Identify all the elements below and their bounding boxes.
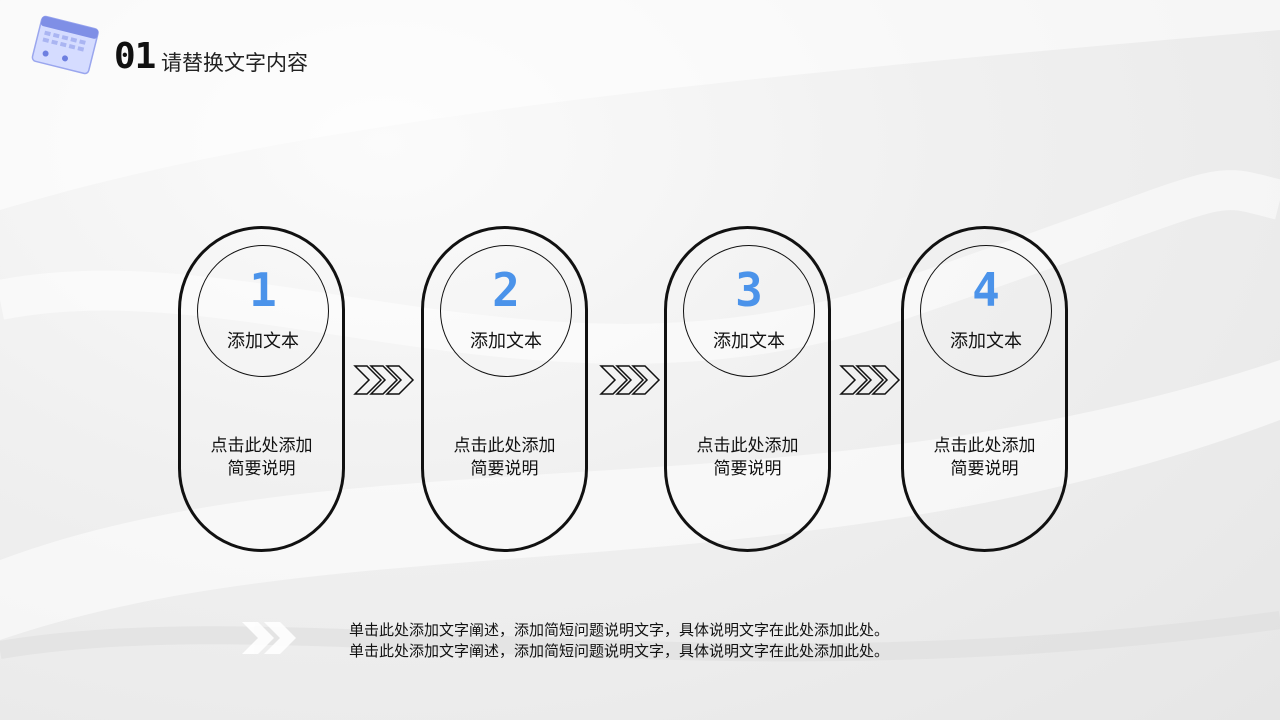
step-label: 添加文本 <box>227 331 299 352</box>
step-description: 点击此处添加 简要说明 <box>424 435 585 481</box>
section-number: 01 <box>114 36 156 77</box>
chevrons-icon <box>599 365 661 395</box>
step-label: 添加文本 <box>713 331 785 352</box>
step-desc-line2: 简要说明 <box>470 459 539 479</box>
step-description: 点击此处添加 简要说明 <box>181 435 342 481</box>
step-desc-line1: 点击此处添加 <box>933 436 1036 456</box>
step-desc-line1: 点击此处添加 <box>210 436 313 456</box>
step-number: 2 <box>492 263 520 317</box>
step-label: 添加文本 <box>470 331 542 352</box>
step-card-4[interactable]: 4 添加文本 点击此处添加 简要说明 <box>901 226 1068 552</box>
footer-line-2: 单击此处添加文字阐述，添加简短问题说明文字，具体说明文字在此处添加此处。 <box>349 642 890 660</box>
footer-line-1: 单击此处添加文字阐述，添加简短问题说明文字，具体说明文字在此处添加此处。 <box>349 621 890 639</box>
step-card-3[interactable]: 3 添加文本 点击此处添加 简要说明 <box>664 226 831 552</box>
step-description: 点击此处添加 简要说明 <box>904 435 1065 481</box>
chevrons-icon <box>839 365 901 395</box>
step-circle: 2 添加文本 <box>440 245 572 377</box>
step-description: 点击此处添加 简要说明 <box>667 435 828 481</box>
step-desc-line2: 简要说明 <box>950 459 1019 479</box>
chevrons-icon <box>353 365 415 395</box>
step-number: 1 <box>249 263 277 317</box>
step-circle: 1 添加文本 <box>197 245 329 377</box>
step-desc-line2: 简要说明 <box>713 459 782 479</box>
step-circle: 3 添加文本 <box>683 245 815 377</box>
step-desc-line1: 点击此处添加 <box>453 436 556 456</box>
page-title: 请替换文字内容 <box>161 51 308 75</box>
step-circle: 4 添加文本 <box>920 245 1052 377</box>
footer-chevron-icon <box>242 622 296 654</box>
step-card-1[interactable]: 1 添加文本 点击此处添加 简要说明 <box>178 226 345 552</box>
step-number: 4 <box>972 263 1000 317</box>
step-number: 3 <box>735 263 763 317</box>
step-label: 添加文本 <box>950 331 1022 352</box>
footer-description: 单击此处添加文字阐述，添加简短问题说明文字，具体说明文字在此处添加此处。 单击此… <box>349 620 889 662</box>
step-desc-line1: 点击此处添加 <box>696 436 799 456</box>
calendar-icon <box>31 15 99 75</box>
step-desc-line2: 简要说明 <box>227 459 296 479</box>
step-card-2[interactable]: 2 添加文本 点击此处添加 简要说明 <box>421 226 588 552</box>
